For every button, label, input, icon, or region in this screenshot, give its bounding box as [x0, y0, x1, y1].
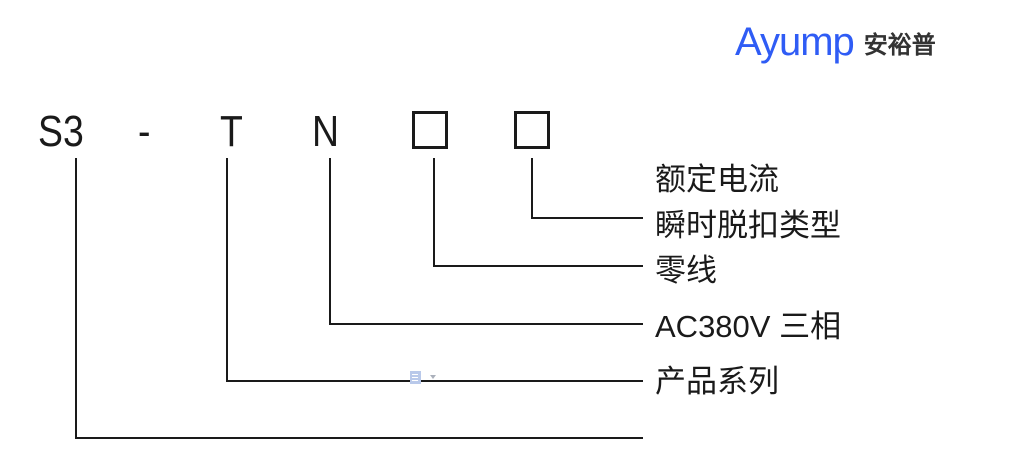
connector-T-horizontal — [226, 380, 643, 382]
connector-box1-horizontal — [433, 265, 643, 267]
code-N: N — [312, 107, 340, 156]
code-dash: - — [138, 107, 151, 156]
code-series: S3 — [38, 107, 84, 156]
connector-T-vertical — [226, 158, 228, 382]
connector-N-vertical — [329, 158, 331, 325]
connector-series-vertical — [75, 158, 77, 439]
connector-box2-horizontal — [531, 217, 643, 219]
code-box-1 — [412, 111, 448, 149]
label-voltage-phase: AC380V 三相 — [655, 309, 842, 344]
label-rated-current: 额定电流 — [655, 162, 779, 198]
label-neutral: 零线 — [655, 253, 717, 289]
chevron-down-icon[interactable] — [430, 375, 436, 379]
code-T: T — [220, 107, 243, 156]
connector-series-horizontal — [75, 437, 643, 439]
label-product-series: 产品系列 — [655, 364, 779, 400]
document-paste-icon[interactable] — [410, 371, 421, 384]
connector-box2-vertical — [531, 158, 533, 219]
logo-chinese-name: 安裕普 — [863, 30, 936, 59]
connector-box1-vertical — [433, 158, 435, 267]
label-trip-type: 瞬时脱扣类型 — [655, 208, 841, 244]
connector-N-horizontal — [329, 323, 643, 325]
logo-wordmark: Ayump — [735, 20, 855, 64]
brand-logo: Ayump 安裕普 — [735, 22, 936, 62]
code-box-2 — [514, 111, 550, 149]
